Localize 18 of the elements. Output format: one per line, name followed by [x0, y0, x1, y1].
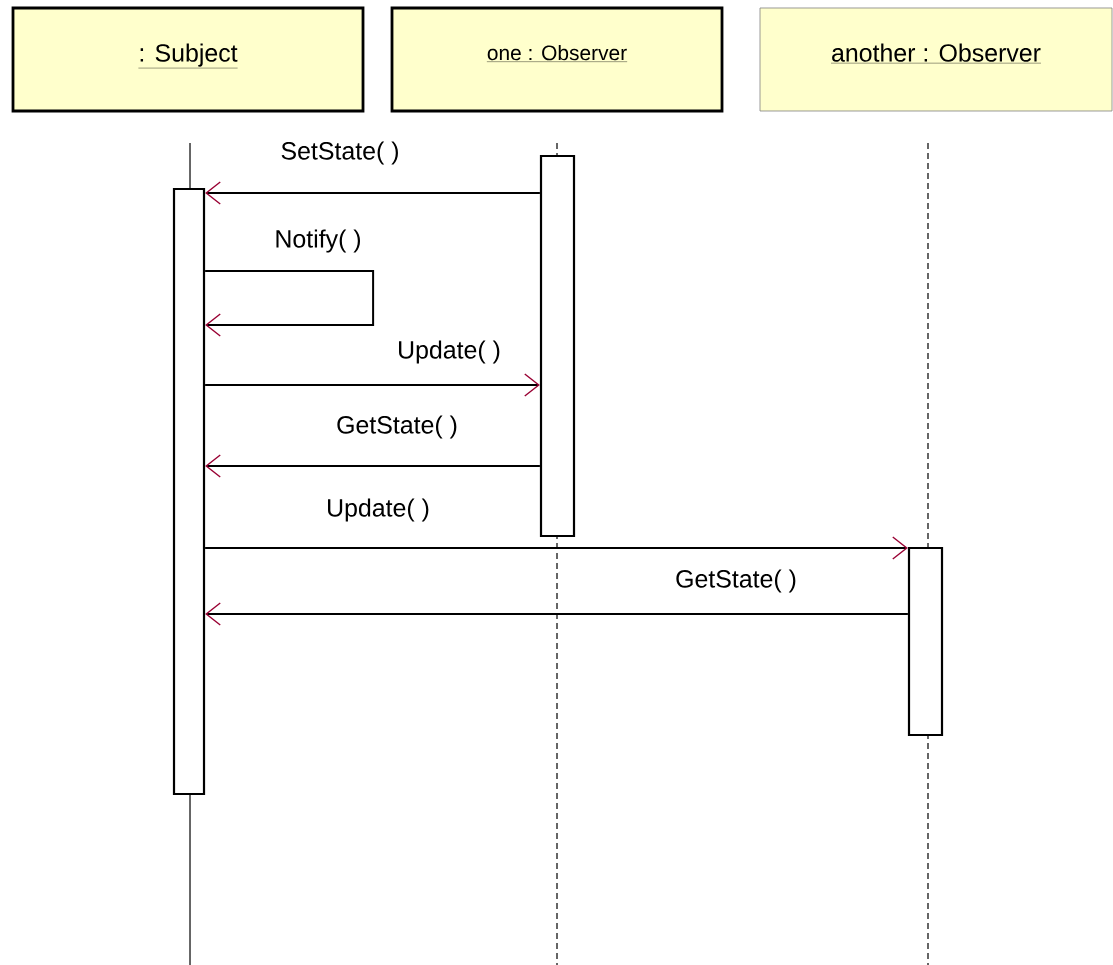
message-arrow	[204, 536, 908, 560]
edge-label: Notify( )	[273, 228, 363, 254]
message-arrow	[205, 602, 909, 626]
activation-bar	[907, 546, 944, 737]
edge-label: Update( )	[325, 497, 431, 523]
message-arrow	[205, 181, 541, 205]
object-box: one : Observer	[390, 6, 724, 113]
activation-bar	[539, 154, 576, 538]
object-box: another : Observer	[759, 7, 1113, 112]
activation-bar	[172, 187, 206, 796]
object-box: : Subject	[11, 6, 365, 113]
edge-label: Update( )	[396, 339, 502, 365]
message-arrow	[204, 373, 540, 397]
edge-label: SetState( )	[279, 140, 401, 166]
edge-label: GetState( )	[674, 568, 798, 594]
message-arrow	[205, 454, 541, 478]
edge-label: GetState( )	[335, 414, 459, 440]
self-message-arrow	[204, 270, 375, 337]
